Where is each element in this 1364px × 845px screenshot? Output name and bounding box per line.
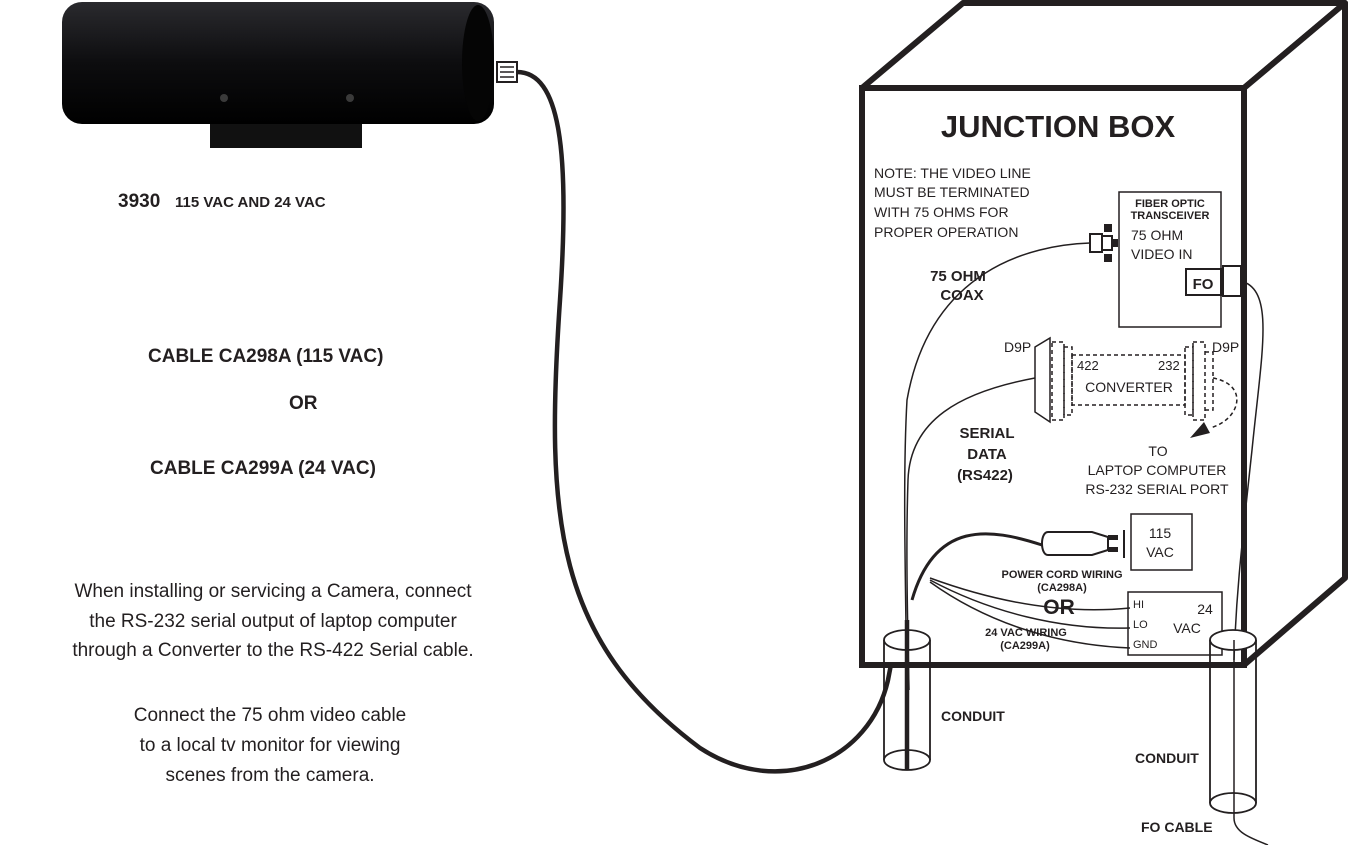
conduit-left-label: CONDUIT [941,708,1005,724]
cable-option-1: CABLE CA298A (115 VAC) [148,346,383,367]
serial-wire [906,377,1036,691]
d9p-left-label: D9P [1004,339,1031,355]
transceiver-title: FIBER OPTIC [1135,198,1205,210]
terminal-24vac-label: VAC [1173,620,1201,636]
junction-box-title: JUNCTION BOX [941,109,1176,144]
wire-gnd [929,581,1131,649]
junction-box-side [1241,0,1348,668]
instruction-line: the RS-232 serial output of laptop compu… [89,611,457,632]
camera-power: 115 VAC AND 24 VAC [175,194,326,211]
note-line: WITH 75 OHMS FOR [874,204,1009,220]
cable-option-2: CABLE CA299A (24 VAC) [150,458,376,479]
outlet-115vac [1130,513,1193,571]
coax-label: COAX [940,287,983,304]
terminal-hi: HI [1133,599,1144,611]
conduit-right-label: CONDUIT [1135,750,1199,766]
power-cord-label: (CA298A) [1037,582,1087,594]
svg-text:TO: TO [1148,443,1167,459]
camera-screw [220,94,228,102]
wiring-24vac-label: (CA299A) [1000,640,1050,652]
outlet-115vac-label: 115 [1149,525,1172,541]
power-cord-label: POWER CORD WIRING [1002,569,1123,581]
note-line: NOTE: THE VIDEO LINE [874,165,1031,181]
video-in-label: 75 OHM [1131,227,1183,243]
converter-port-232: 232 [1158,358,1180,373]
svg-text:RS-232 SERIAL PORT: RS-232 SERIAL PORT [1085,481,1229,497]
wiring-24vac-label: 24 VAC WIRING [985,627,1067,639]
converter-label: CONVERTER [1085,379,1173,395]
junction-box [859,0,1348,668]
laptop-label: TO LAPTOP COMPUTER RS-232 SERIAL PORT [1085,443,1229,497]
fo-cable-line [1233,640,1269,845]
fiber-optic-transceiver [1118,191,1222,328]
svg-text:(RS422): (RS422) [957,467,1013,484]
instruction-line: scenes from the camera. [165,765,374,786]
d9p-right-label: D9P [1212,339,1239,355]
svg-text:SERIAL: SERIAL [959,425,1014,442]
note-line: PROPER OPERATION [874,224,1018,240]
camera-screw [346,94,354,102]
wire-lo [929,579,1131,629]
laptop-arrow-head [1190,422,1210,438]
terminal-lo: LO [1133,619,1148,631]
rs422-rs232-converter [1051,341,1238,429]
camera-body [62,2,494,124]
main-cable [516,69,911,774]
instruction-line: Connect the 75 ohm video cable [134,705,407,726]
svg-text:LAPTOP COMPUTER: LAPTOP COMPUTER [1088,462,1227,478]
coax-label: 75 OHM [930,268,986,285]
converter-port-422: 422 [1077,358,1099,373]
terminal-24vac-label: 24 [1197,601,1213,617]
conduit-right [1209,629,1257,814]
camera [62,2,518,148]
coax-wire [903,242,1091,691]
terminal-24vac [1127,591,1223,656]
svg-text:DATA: DATA [967,446,1007,463]
instruction-line: When installing or servicing a Camera, c… [74,581,472,602]
d9p-left-connector [1034,336,1051,424]
transceiver-title: TRANSCEIVER [1131,210,1210,222]
serial-data-label: SERIAL DATA (RS422) [957,425,1014,484]
cable-or: OR [289,393,318,414]
outlet-115vac-label: VAC [1146,544,1174,560]
video-in-label: VIDEO IN [1131,246,1192,262]
camera-model: 3930 [118,191,160,212]
termination-note: NOTE: THE VIDEO LINE MUST BE TERMINATED … [874,165,1031,240]
fo-connector [1222,265,1242,297]
wire-hi [929,577,1131,611]
internal-wiring [903,242,1264,691]
fo-cable-label: FO CABLE [1141,819,1213,835]
instruction-line: to a local tv monitor for viewing [140,735,401,756]
camera-mount [210,124,362,148]
fo-port-label: FO [1193,276,1214,293]
camera-lens-end [462,5,494,121]
instruction-line: through a Converter to the RS-422 Serial… [72,640,473,661]
power-plug [1041,530,1125,558]
serial-instructions: When installing or servicing a Camera, c… [72,581,473,661]
fo-port-box [1185,268,1222,296]
terminal-gnd: GND [1133,639,1158,651]
power-cord-wire [910,532,1043,601]
note-line: MUST BE TERMINATED [874,184,1030,200]
fiber-wire [1233,280,1264,661]
video-instructions: Connect the 75 ohm video cable to a loca… [134,705,407,786]
